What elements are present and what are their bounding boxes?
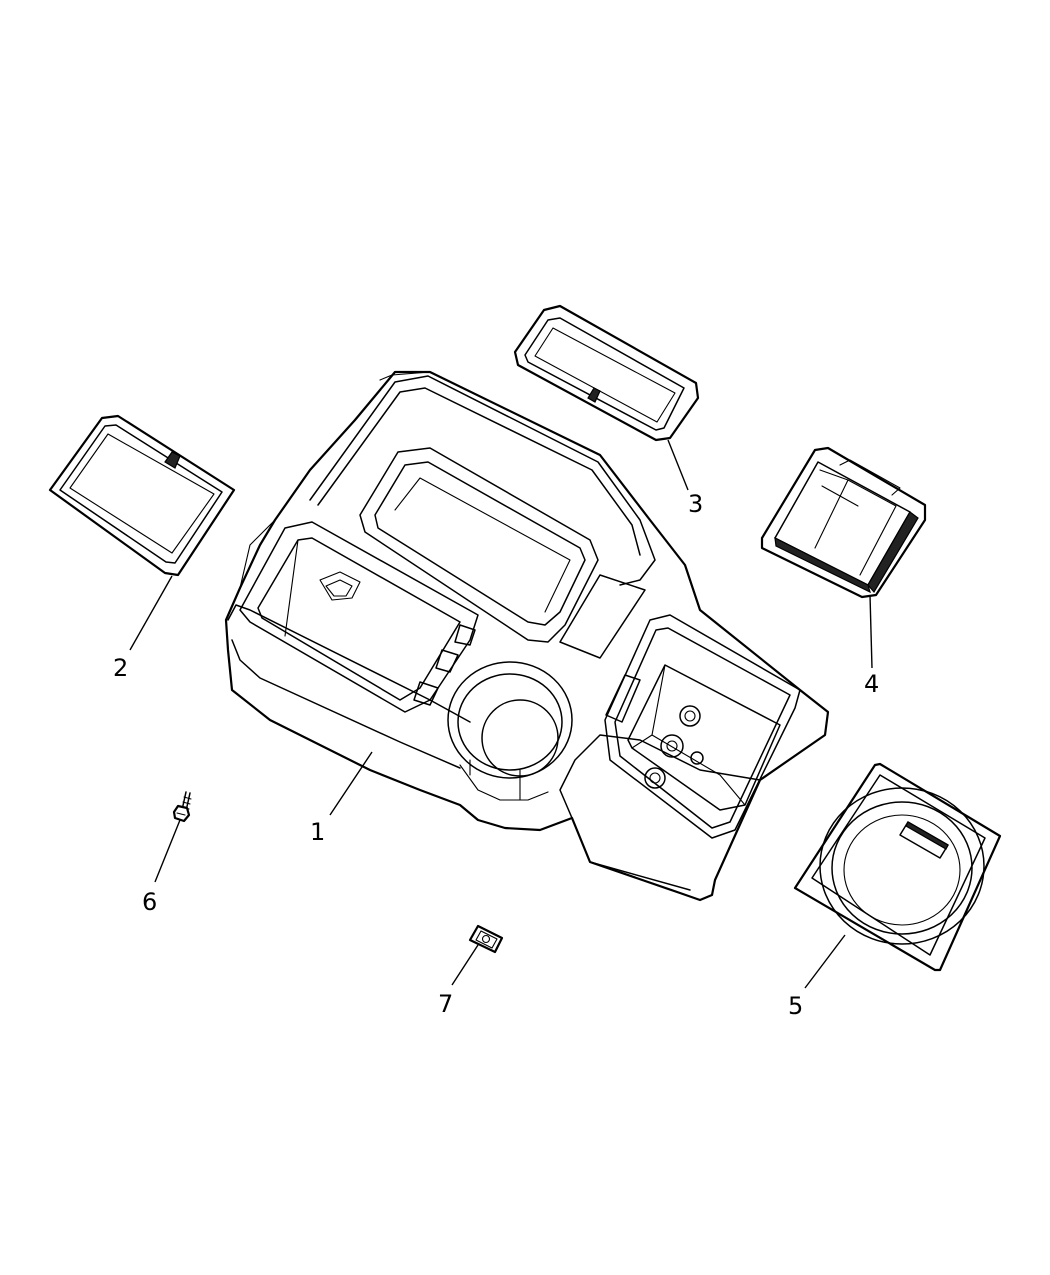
screw-part <box>172 791 192 823</box>
callout-3: 3 <box>688 490 703 518</box>
top-tray-lid-part <box>513 304 700 442</box>
cupholder-insert-part <box>793 762 1002 972</box>
callout-2: 2 <box>113 654 128 682</box>
center-console-part <box>224 370 830 902</box>
callout-4: 4 <box>864 670 879 698</box>
leader-line-4 <box>869 594 873 669</box>
leader-line-3 <box>667 439 689 491</box>
console-outer-shell <box>224 370 830 902</box>
leader-line-5 <box>804 934 846 989</box>
callout-6: 6 <box>142 888 157 916</box>
callout-7: 7 <box>438 990 453 1018</box>
leader-line-7 <box>451 944 479 986</box>
callout-labels: 1 2 3 4 5 6 7 <box>113 490 879 1020</box>
leader-line-6 <box>154 819 181 883</box>
storage-insert-part <box>760 446 927 599</box>
left-bin-lid-part <box>48 414 236 577</box>
clip-nut-part <box>468 924 504 954</box>
leader-line-2 <box>129 575 173 651</box>
leader-line-1 <box>329 751 373 816</box>
callout-1: 1 <box>310 818 325 846</box>
callout-5: 5 <box>788 992 803 1020</box>
leader-lines <box>129 439 873 989</box>
